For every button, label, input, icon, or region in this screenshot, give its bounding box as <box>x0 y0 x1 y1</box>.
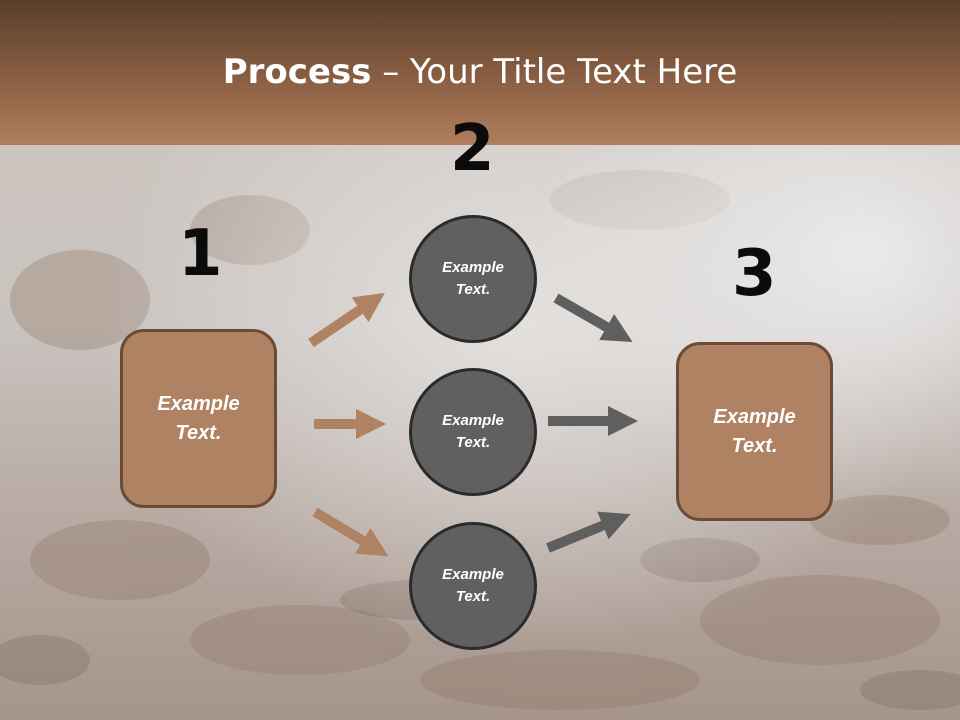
circle-middle-line2: Text. <box>455 434 491 451</box>
step-3-line2: Text. <box>731 434 778 457</box>
arrow-1-to-bottom <box>312 507 389 557</box>
circle-bottom-line2: Text. <box>455 588 491 605</box>
title-rest: – Your Title Text Here <box>371 52 738 92</box>
title-bar <box>0 0 960 145</box>
step-3-number: 3 <box>732 237 777 311</box>
circle-top-line2: Text. <box>455 281 491 298</box>
step-1-number: 1 <box>178 217 223 291</box>
title-bold: Process <box>222 52 372 92</box>
arrow-top-to-3 <box>553 293 633 342</box>
step-3-line1: Example <box>713 405 796 428</box>
slide-title: Process – Your Title Text Here <box>0 52 960 92</box>
arrow-1-to-top <box>308 292 385 348</box>
circle-top-line1: Example <box>442 258 504 276</box>
circle-middle-line1: Example <box>442 411 504 429</box>
step-1-line1: Example <box>157 392 240 415</box>
step-1-line2: Text. <box>175 421 222 444</box>
circle-bottom-line1: Example <box>442 565 504 583</box>
arrow-bottom-to-3 <box>546 511 631 553</box>
step-2-number: 2 <box>450 112 495 186</box>
